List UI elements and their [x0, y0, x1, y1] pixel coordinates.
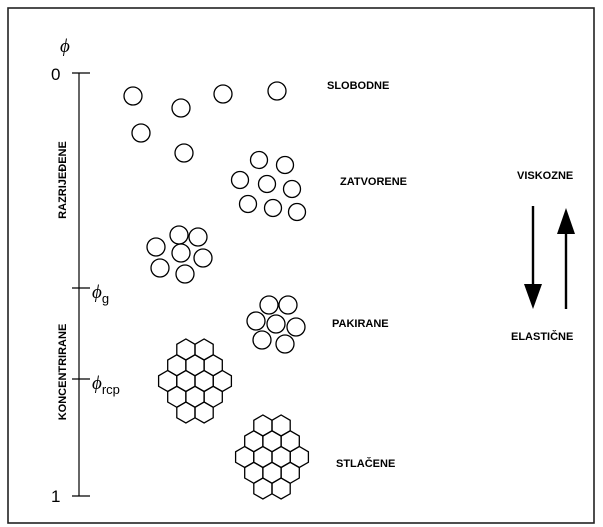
hexagon-particle [253, 477, 273, 500]
phi-rcp-label: ϕrcp [92, 373, 120, 397]
behavior-label-viscous: VISKOZNE [517, 170, 573, 182]
arrow-up [557, 208, 575, 309]
phi-axis [72, 72, 90, 497]
dense-cluster [146, 225, 213, 284]
region-label-concentrated: KONCENTRIRANE [57, 324, 69, 421]
tick-label-one: 1 [51, 487, 60, 506]
compressed-hexagon-cluster [234, 414, 310, 500]
state-label-closed: ZATVORENE [340, 176, 407, 188]
phi-axis-label: ϕ [60, 36, 70, 57]
phi-rcp-symbol: ϕ [92, 373, 102, 394]
closed-cluster [230, 150, 307, 222]
packed-cluster [246, 295, 306, 354]
state-label-compressed: STLAČENE [336, 457, 395, 470]
rcp-hexagon-cluster [157, 338, 233, 424]
hexagon-particle [176, 401, 196, 424]
phi-g-subscript: g [102, 291, 109, 306]
phi-rcp-subscript: rcp [102, 382, 120, 397]
diagram-border [7, 7, 595, 524]
state-label-packed: PAKIRANE [332, 318, 389, 330]
hexagon-particle [271, 477, 291, 500]
phi-g-symbol: ϕ [92, 282, 102, 303]
arrow-down [524, 206, 542, 309]
state-label-free: SLOBODNE [327, 80, 389, 92]
phi-g-label: ϕg [92, 282, 109, 306]
behavior-label-elastic: ELASTIČNE [511, 330, 573, 343]
free-particles [123, 81, 287, 163]
region-label-dilute: RAZRIJEĐENE [57, 141, 69, 219]
hexagon-particle [194, 401, 214, 424]
tick-label-zero: 0 [51, 65, 60, 84]
